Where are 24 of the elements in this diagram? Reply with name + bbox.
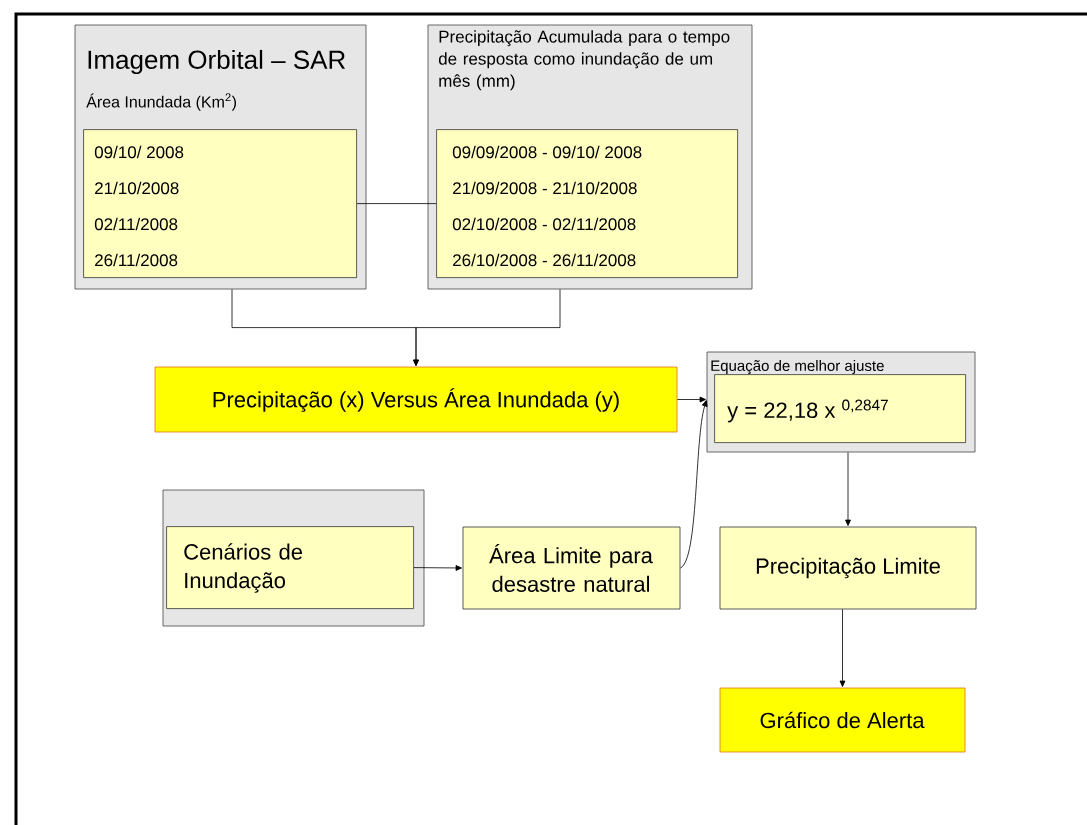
box-text: Cenários de Inundação bbox=[184, 543, 303, 593]
box-text: Gráfico de Alerta bbox=[760, 711, 925, 729]
arrow bbox=[845, 452, 851, 526]
box-text: Precipitação Limite bbox=[756, 557, 940, 579]
box-text: Precipitação (x) Versus Área Inundada (y) bbox=[213, 388, 619, 412]
equation-text: y = 22,18 x $^{0,2847}$ bbox=[727, 399, 888, 423]
heading-text: Imagem Orbital – SAR bbox=[88, 49, 346, 75]
arrow bbox=[839, 609, 846, 687]
date-text: 09/09/2008 - 09/10/ 2008 bbox=[452, 145, 642, 159]
date-text: 02/11/2008 bbox=[94, 217, 178, 231]
subheading-text: Área Inundada (Km$^{2}$) bbox=[86, 93, 236, 111]
arrow bbox=[677, 396, 706, 403]
date-text: 26/10/2008 - 26/11/2008 bbox=[453, 253, 636, 267]
date-text: 21/10/2008 bbox=[95, 181, 179, 195]
date-text: 09/10/ 2008 bbox=[94, 145, 184, 159]
arrow bbox=[680, 400, 708, 569]
arrow bbox=[413, 289, 561, 366]
date-text: 02/10/2008 - 02/11/2008 bbox=[452, 217, 636, 231]
heading-text: Equação de melhor ajuste bbox=[711, 360, 884, 375]
arrow bbox=[413, 565, 462, 571]
heading-text: Precipitação Acumulada para o tempo de resposta como inundação de um mês (mm) bbox=[438, 30, 730, 91]
date-text: 21/09/2008 - 21/10/2008 bbox=[453, 181, 637, 195]
box-text: Área Limite para desastre natural bbox=[489, 544, 653, 592]
date-text: 26/11/2008 bbox=[95, 253, 178, 267]
